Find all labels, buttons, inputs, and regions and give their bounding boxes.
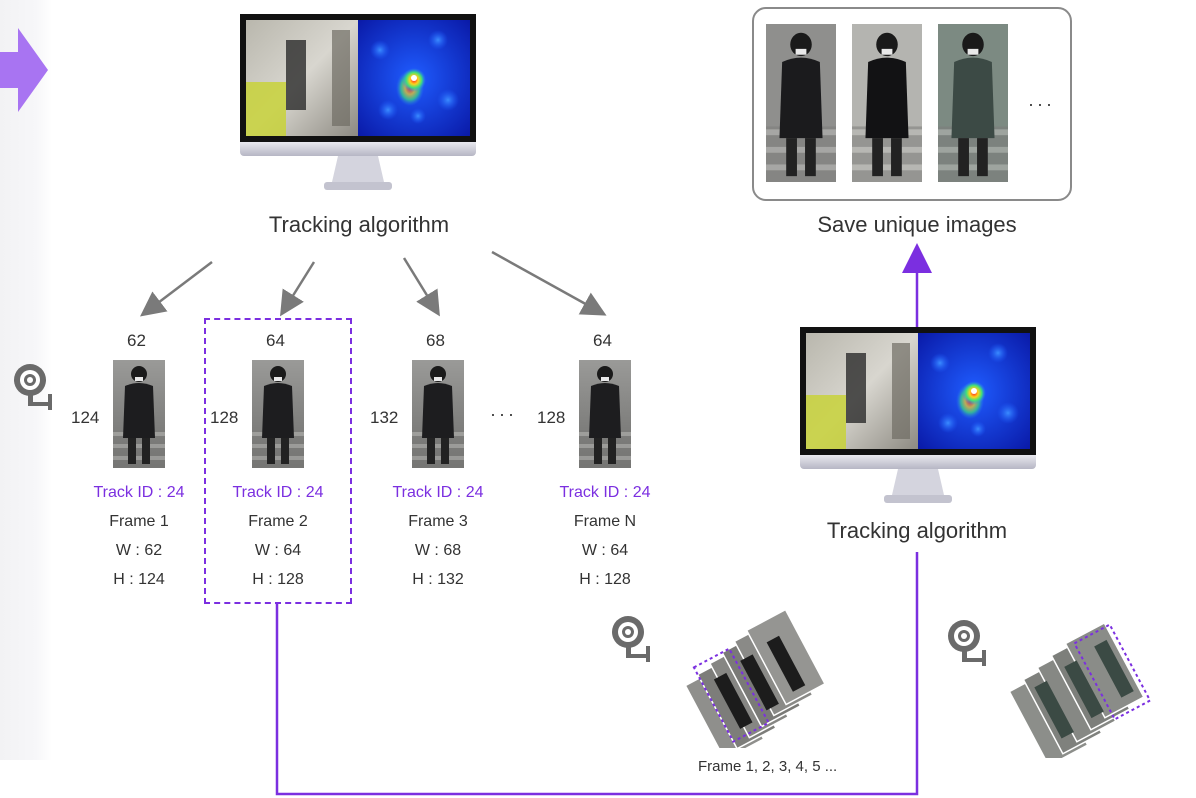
frame-sequence-stack [1008, 621, 1152, 758]
frame-info: Track ID : 24 Frame N W : 64 H : 128 [535, 478, 675, 594]
tracking-label-top: Tracking algorithm [268, 212, 450, 237]
width-value: 64 [593, 331, 612, 350]
frame-label: Frame 1 [109, 513, 169, 530]
frame-label: Frame 2 [248, 513, 308, 530]
height-label: H : 128 [579, 571, 631, 588]
unique-image-thumbnail [852, 24, 922, 182]
right-arrow-icon [0, 28, 48, 112]
street-photo [246, 20, 358, 136]
person-crop [113, 360, 165, 468]
monitor-stand [324, 156, 392, 190]
person-crop [252, 360, 304, 468]
track-id-label: Track ID : 24 [559, 484, 651, 501]
save-label: Save unique images [817, 212, 1017, 237]
frame-info: Track ID : 24 Frame 2 W : 64 H : 128 [208, 478, 348, 594]
camera-icon [948, 620, 986, 666]
height-value: 132 [370, 408, 399, 427]
frame-info: Track ID : 24 Frame 1 W : 62 H : 124 [69, 478, 209, 594]
width-label: W : 64 [254, 542, 302, 559]
more-images-ellipsis: ··· [1028, 94, 1055, 114]
height-label: H : 132 [412, 571, 464, 588]
frames-caption: Frame 1, 2, 3, 4, 5 ... [698, 758, 838, 775]
track-id-label: Track ID : 24 [93, 484, 185, 501]
track-id-label: Track ID : 24 [232, 484, 324, 501]
street-photo [806, 333, 918, 449]
height-value: 124 [71, 408, 100, 427]
width-label: W : 64 [581, 542, 629, 559]
selected-frame-box [204, 318, 352, 604]
width-value: 68 [426, 331, 445, 350]
width-label: W : 68 [414, 542, 462, 559]
height-value: 128 [210, 408, 239, 427]
width-value: 64 [266, 331, 285, 350]
heatmap-image [918, 333, 1030, 449]
tracking-label-right: Tracking algorithm [826, 518, 1008, 543]
distribution-arrows [140, 250, 607, 317]
width-label: W : 62 [115, 542, 163, 559]
camera-icon [612, 616, 650, 662]
frame-info: Track ID : 24 Frame 3 W : 68 H : 132 [368, 478, 508, 594]
height-label: H : 124 [113, 571, 165, 588]
heatmap-image [358, 20, 470, 136]
height-label: H : 128 [252, 571, 304, 588]
camera-icon [14, 364, 52, 410]
frame-label: Frame 3 [408, 513, 468, 530]
tracking-monitor-right [800, 327, 1036, 507]
height-value: 128 [537, 408, 566, 427]
unique-image-thumbnail [938, 24, 1008, 182]
monitor-stand [884, 469, 952, 503]
person-crop [412, 360, 464, 468]
person-crop [579, 360, 631, 468]
track-id-label: Track ID : 24 [392, 484, 484, 501]
frame-sequence-stack [684, 608, 826, 748]
frame-ellipsis: ··· [490, 404, 517, 424]
unique-image-thumbnail [766, 24, 836, 182]
tracking-monitor-top [240, 14, 476, 192]
frame-label: Frame N [573, 513, 637, 530]
width-value: 62 [127, 331, 146, 350]
